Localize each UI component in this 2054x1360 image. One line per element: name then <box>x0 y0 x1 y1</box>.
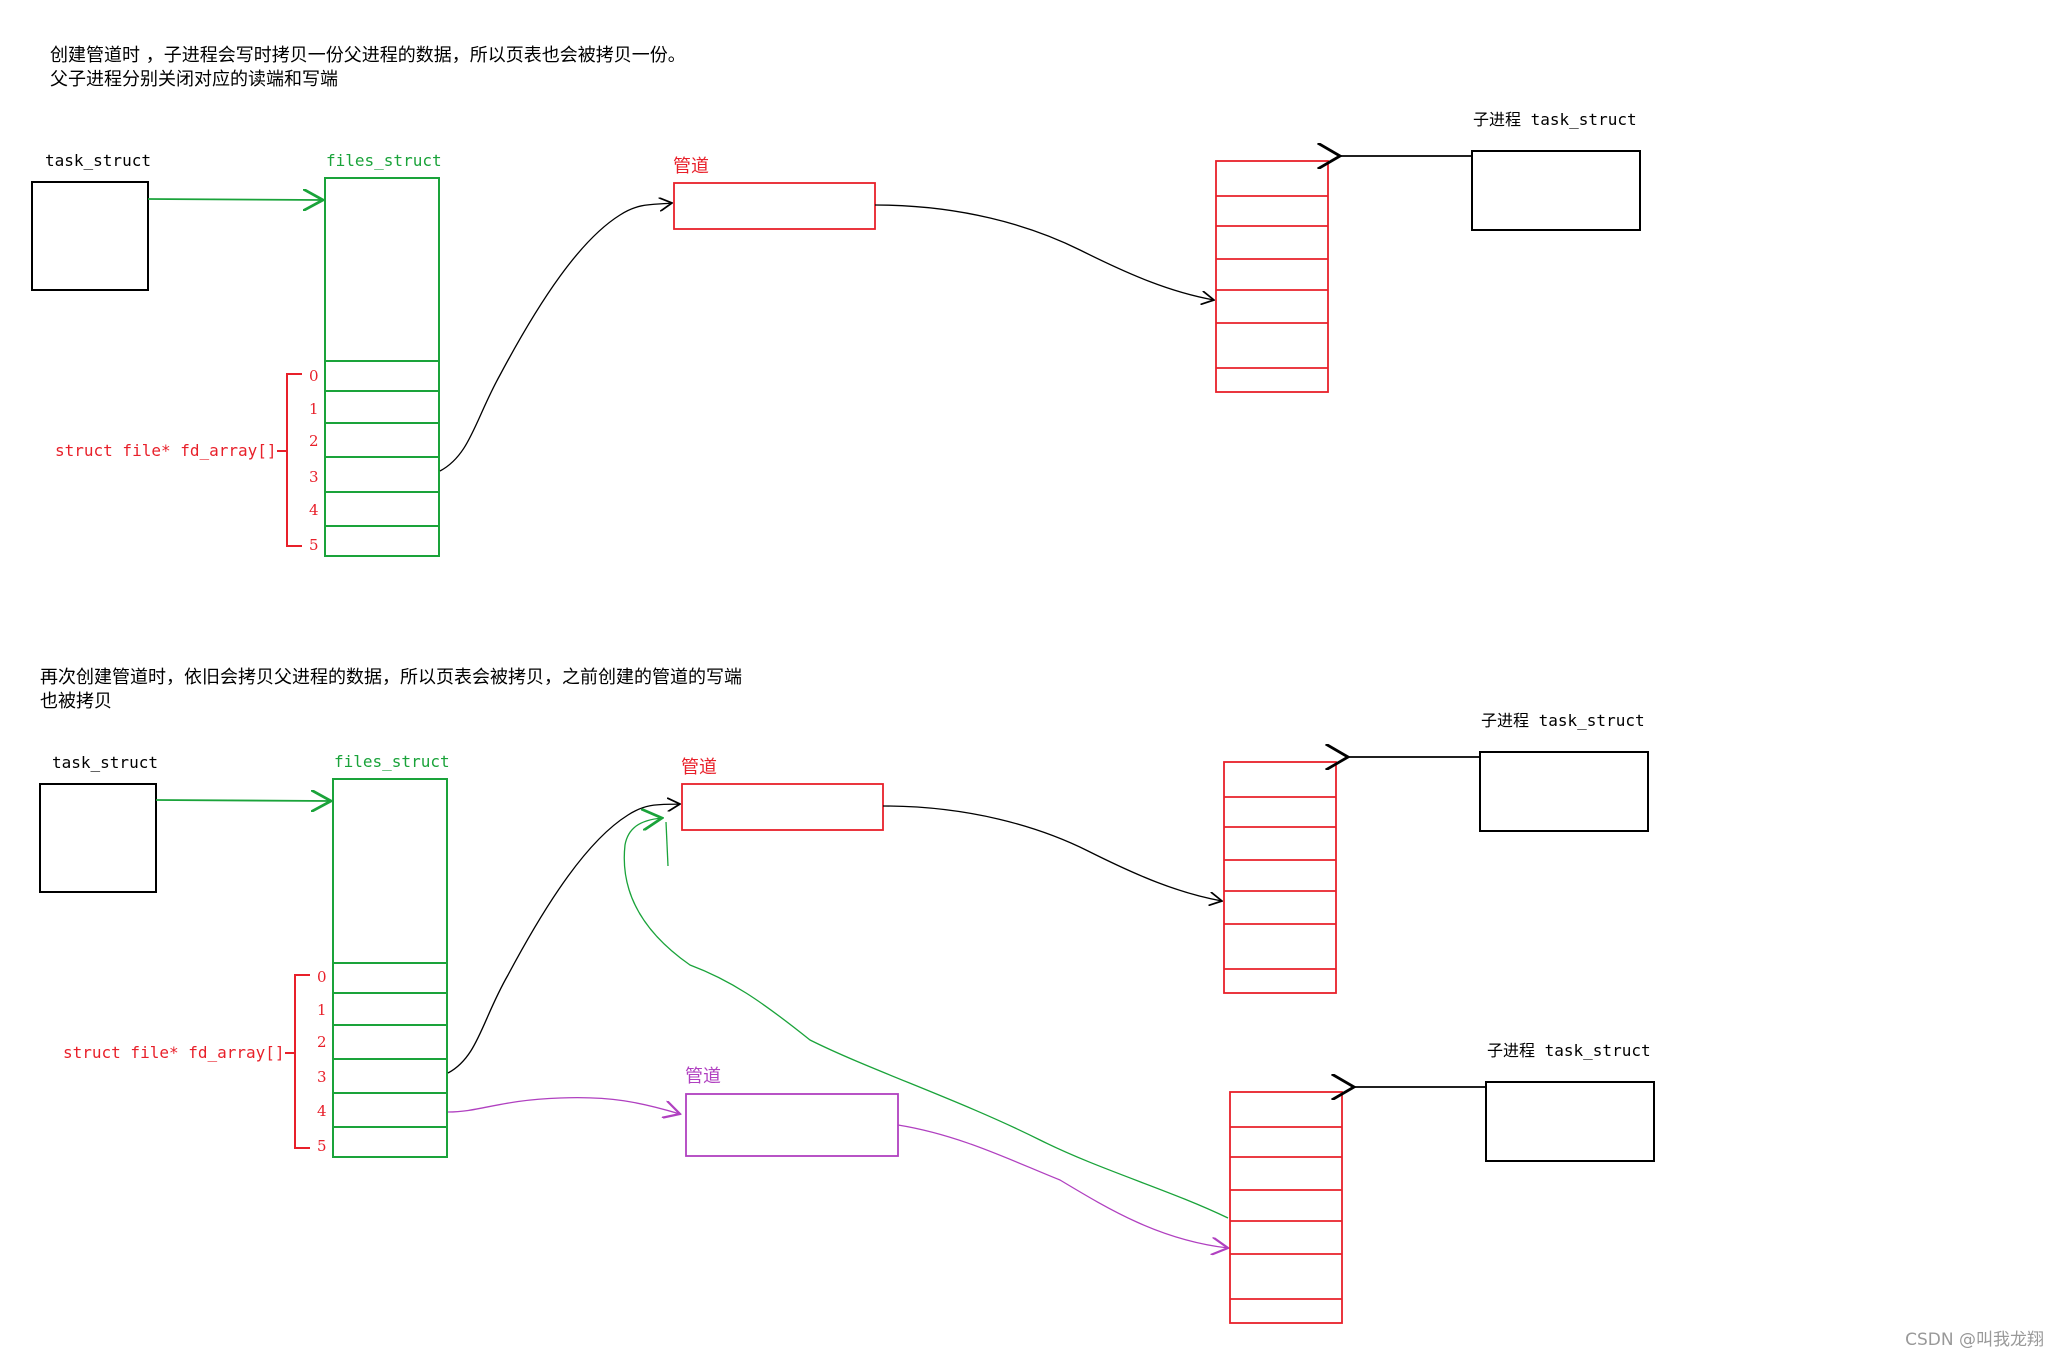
bottom-green-arrow-tick <box>665 821 669 867</box>
top-pipe-label: 管道 <box>673 156 709 177</box>
top-fd-index: 4 <box>309 501 319 519</box>
bottom-fd-index: 3 <box>317 1068 327 1086</box>
bottom-child2-task-struct-box <box>1485 1081 1655 1162</box>
top-pipe-to-child-arrow <box>874 204 1214 300</box>
bottom-pipe2-box <box>685 1093 899 1157</box>
top-child-fd-dividers <box>1216 195 1328 369</box>
top-child-task-struct-box <box>1471 150 1641 231</box>
csdn-watermark: CSDN @叫我龙翔 <box>1905 1330 2044 1350</box>
top-files-struct-label: files_struct <box>326 151 442 170</box>
bottom-diagram: task_struct files_struct struct file* fd… <box>39 711 1655 1324</box>
top-fd-index: 5 <box>309 536 319 554</box>
bottom-task-to-files-arrow <box>155 800 331 801</box>
bottom-fd-index: 4 <box>317 1102 327 1120</box>
bottom-task-struct-box <box>39 783 157 893</box>
bottom-child1-label: 子进程 task_struct <box>1481 711 1645 730</box>
bottom-fd-array-bracket <box>285 974 310 1149</box>
bottom-fd-index: 0 <box>317 968 327 986</box>
bottom-caption-line1: 再次创建管道时，依旧会拷贝父进程的数据，所以页表会被拷贝，之前创建的管道的写端 <box>40 667 742 688</box>
top-task-struct-label: task_struct <box>45 151 151 170</box>
bottom-pipe1-to-child1-arrow <box>882 805 1222 901</box>
bottom-caption-line2: 也被拷贝 <box>40 691 112 712</box>
top-child-label: 子进程 task_struct <box>1473 110 1637 129</box>
bottom-fd-index: 1 <box>317 1001 327 1019</box>
bottom-task-struct-label: task_struct <box>52 753 158 772</box>
top-task-to-files-arrow <box>147 199 323 200</box>
bottom-child1-task-struct-box <box>1479 751 1649 832</box>
top-pipe-box <box>673 182 876 230</box>
top-fd-index: 2 <box>309 432 319 450</box>
top-child-fd-table <box>1215 160 1329 393</box>
top-caption: 创建管道时 ，子进程会写时拷贝一份父进程的数据，所以页表也会被拷贝一份。 父子进… <box>50 44 686 92</box>
bottom-fd-index: 5 <box>317 1137 327 1155</box>
top-diagram: task_struct files_struct struct file* fd… <box>31 110 1641 557</box>
top-fd3-to-pipe-arrow <box>439 203 672 472</box>
bottom-fd-indices: 0 1 2 3 4 5 <box>317 968 327 1155</box>
bottom-pipe2-to-child2-arrow <box>897 1124 1228 1248</box>
top-fd-index: 1 <box>309 400 319 418</box>
bottom-files-struct-label: files_struct <box>334 752 450 771</box>
bottom-fd4-to-pipe2-arrow <box>447 1097 680 1114</box>
top-task-struct-box <box>31 181 149 291</box>
top-fd-array-bracket <box>277 373 302 547</box>
bottom-fd-slot-dividers <box>333 962 447 1128</box>
top-fd-index: 3 <box>309 468 319 486</box>
top-fd-slot-dividers <box>325 360 439 527</box>
bottom-child2-fd-table <box>1229 1091 1343 1324</box>
top-caption-line2: 父子进程分别关闭对应的读端和写端 <box>50 69 338 90</box>
bottom-pipe2-label: 管道 <box>685 1066 721 1087</box>
top-fd-indices: 0 1 2 3 4 5 <box>309 367 319 554</box>
top-caption-line1: 创建管道时 ，子进程会写时拷贝一份父进程的数据，所以页表也会被拷贝一份。 <box>50 45 686 66</box>
bottom-fd-array-label: struct file* fd_array[] <box>63 1043 285 1062</box>
bottom-child2-to-pipe1-green-arrow <box>623 818 1229 1219</box>
bottom-child1-fd-dividers <box>1224 796 1336 970</box>
bottom-fd3-to-pipe1-arrow <box>447 804 680 1074</box>
bottom-files-struct-box <box>332 778 448 1158</box>
top-fd-index: 0 <box>309 367 319 385</box>
bottom-child2-fd-dividers <box>1230 1126 1342 1300</box>
bottom-child1-fd-table <box>1223 761 1337 994</box>
top-fd-array-label: struct file* fd_array[] <box>55 441 277 460</box>
top-files-struct-box <box>324 177 440 557</box>
bottom-child2-label: 子进程 task_struct <box>1487 1041 1651 1060</box>
bottom-caption: 再次创建管道时，依旧会拷贝父进程的数据，所以页表会被拷贝，之前创建的管道的写端 … <box>40 666 742 714</box>
bottom-fd-index: 2 <box>317 1033 327 1051</box>
bottom-pipe1-label: 管道 <box>681 757 717 778</box>
bottom-pipe1-box <box>681 783 884 831</box>
